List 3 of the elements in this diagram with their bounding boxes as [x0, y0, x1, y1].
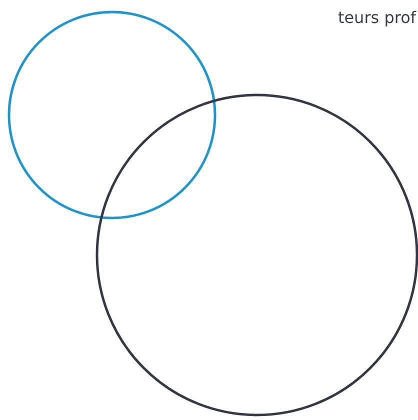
circle-outline	[7, 10, 217, 220]
text-fragment: teurs prof	[338, 8, 416, 27]
circle-outline	[95, 93, 418, 417]
